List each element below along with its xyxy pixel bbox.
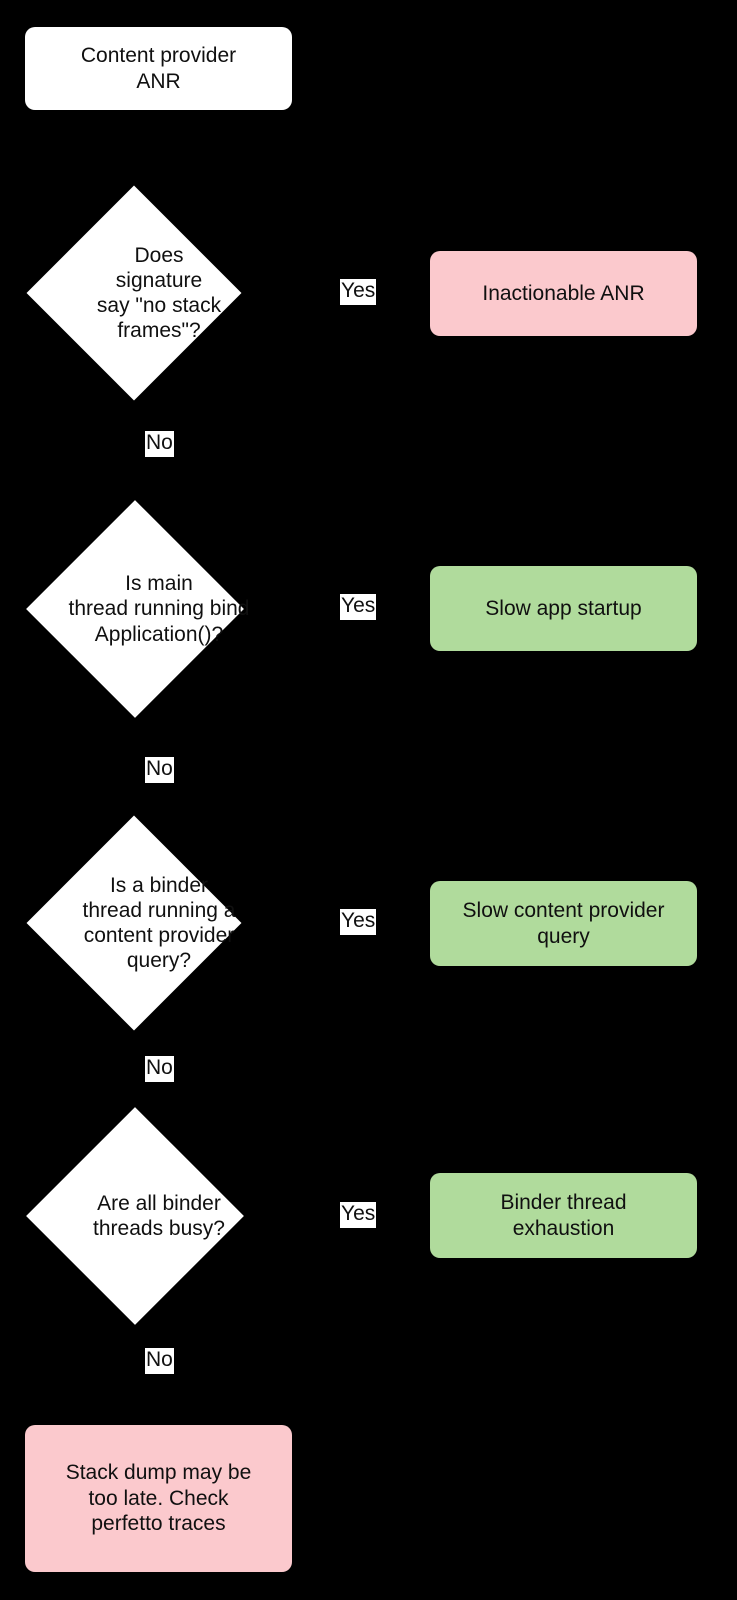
outcome-node-slow-content-provider-query[interactable]: Slow content provider query (430, 881, 697, 966)
decision-node-bind-application[interactable] (26, 500, 244, 718)
edge-label-decision-1-yes: Yes (340, 279, 377, 306)
start-node-content-provider-anr[interactable]: Content provider ANR (25, 27, 292, 110)
outcome-node-inactionable-anr[interactable]: Inactionable ANR (430, 251, 697, 336)
edge-label-decision-4-no: No (145, 1348, 174, 1375)
start-node-label: Content provider ANR (80, 43, 237, 93)
edge-label-decision-1-no: No (145, 431, 174, 458)
edge-start-to-decision-1 (156, 110, 159, 188)
terminal-node-check-perfetto[interactable]: Stack dump may be too late. Check perfet… (25, 1425, 292, 1572)
outcome-node-slow-app-startup-label: Slow app startup (485, 596, 642, 620)
decision-node-all-binder-threads-busy[interactable] (26, 1107, 244, 1325)
edge-decision-4-no (156, 1325, 159, 1425)
edge-label-decision-4-yes: Yes (340, 1202, 377, 1229)
outcome-node-binder-thread-exhaustion[interactable]: Binder thread exhaustion (430, 1173, 697, 1258)
edge-label-decision-3-no: No (145, 1056, 174, 1083)
outcome-node-slow-app-startup[interactable]: Slow app startup (430, 566, 697, 651)
edge-label-decision-3-yes: Yes (340, 909, 377, 936)
outcome-node-inactionable-anr-label: Inactionable ANR (482, 281, 645, 305)
terminal-node-check-perfetto-label: Stack dump may be too late. Check perfet… (65, 1461, 252, 1536)
edge-label-decision-2-no: No (145, 757, 174, 784)
edge-label-decision-2-yes: Yes (340, 594, 377, 621)
outcome-node-binder-thread-exhaustion-label: Binder thread exhaustion (500, 1190, 627, 1240)
decision-node-binder-thread-query[interactable] (26, 815, 242, 1031)
decision-node-no-stack-frames[interactable] (26, 185, 242, 401)
outcome-node-slow-content-provider-query-label: Slow content provider query (462, 898, 665, 948)
